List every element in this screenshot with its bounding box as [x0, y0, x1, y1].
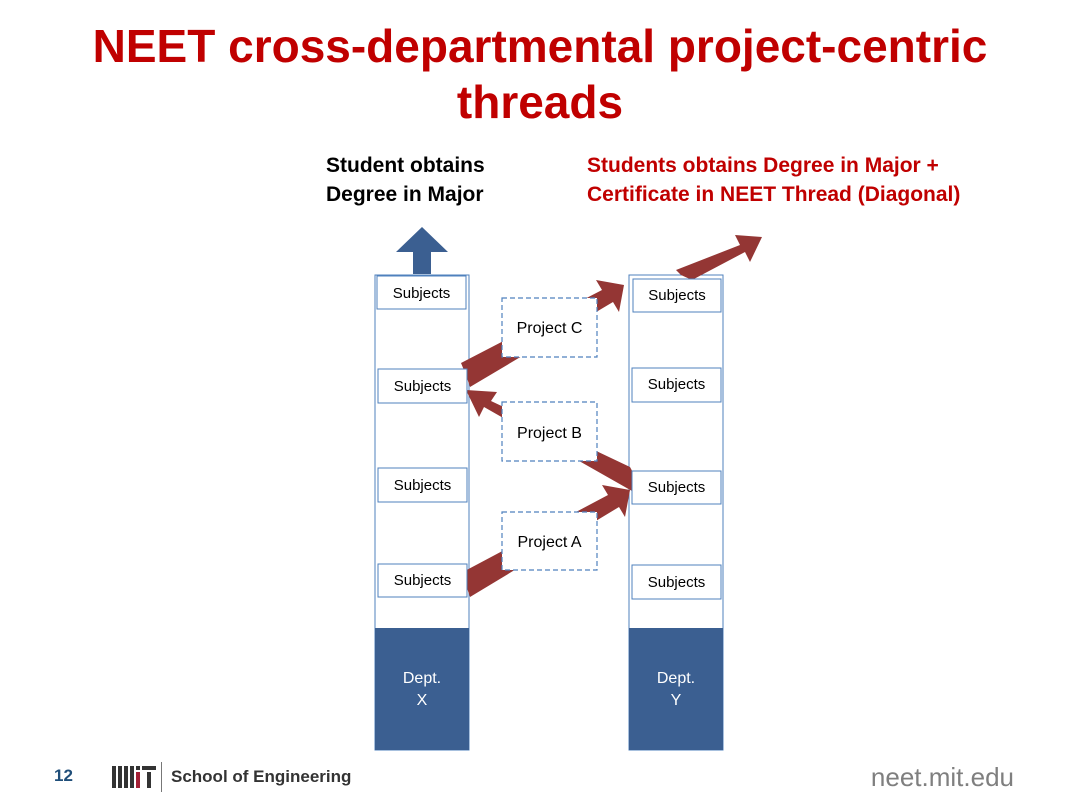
subjects-label: Subjects: [394, 378, 452, 395]
dept-y-subject-box-4: Subjects: [631, 564, 722, 600]
dept-x-subject-box-3: Subjects: [377, 467, 468, 503]
dept-x-subject-box-4: Subjects: [377, 563, 468, 598]
subjects-label: Subjects: [393, 285, 451, 302]
degree-up-arrow: [396, 227, 448, 274]
dept-y-subject-box-1: Subjects: [632, 278, 722, 313]
slide-title-line-2: threads: [456, 76, 624, 128]
dept-y-subject-box-3: Subjects: [631, 470, 722, 505]
dept-y-subject-box-2: Subjects: [631, 367, 722, 403]
slide-title-line-1: NEET cross-departmental project-centric: [92, 20, 988, 72]
neet-certificate-heading: Students obtains Degree in Major + Certi…: [587, 151, 960, 209]
dept-y-block: Dept. Y: [629, 628, 723, 750]
mit-logo: [112, 766, 156, 788]
subjects-label: Subjects: [394, 477, 452, 494]
dept-x-label-line-2: X: [417, 692, 428, 709]
logo-divider: [161, 762, 162, 792]
major-degree-heading: Student obtains Degree in Major: [326, 151, 485, 209]
subjects-label: Subjects: [648, 376, 706, 393]
major-degree-heading-line-1: Student obtains: [326, 154, 485, 177]
dept-x-label-line-1: Dept.: [403, 670, 441, 687]
project-a-label: Project A: [517, 534, 581, 551]
dept-x-subject-box-1: Subjects: [376, 275, 467, 310]
dept-x-block: Dept. X: [375, 628, 469, 750]
subjects-label: Subjects: [648, 574, 706, 591]
subjects-label: Subjects: [648, 479, 706, 496]
project-b-label: Project B: [517, 425, 582, 442]
project-c-label: Project C: [517, 320, 583, 337]
website-url: neet.mit.edu: [870, 762, 1014, 792]
neet-certificate-heading-line-1: Students obtains Degree in Major +: [587, 154, 939, 177]
project-a-box: Project A: [501, 511, 598, 571]
subjects-label: Subjects: [394, 572, 452, 589]
dept-x-subject-box-2: Subjects: [377, 368, 468, 404]
slide-title: NEET cross-departmental project-centric …: [0, 18, 1080, 130]
certificate-diagonal-arrow: [676, 235, 762, 280]
major-degree-heading-line-2: Degree in Major: [326, 183, 484, 206]
school-of-engineering: School of Engineering: [171, 767, 352, 786]
project-c-box: Project C: [501, 297, 598, 358]
page-number: 12: [54, 766, 73, 785]
dept-y-label-line-2: Y: [671, 692, 682, 709]
dept-y-label-line-1: Dept.: [657, 670, 695, 687]
neet-certificate-heading-line-2: Certificate in NEET Thread (Diagonal): [587, 183, 961, 206]
subjects-label: Subjects: [648, 287, 706, 304]
project-b-box: Project B: [501, 401, 598, 462]
